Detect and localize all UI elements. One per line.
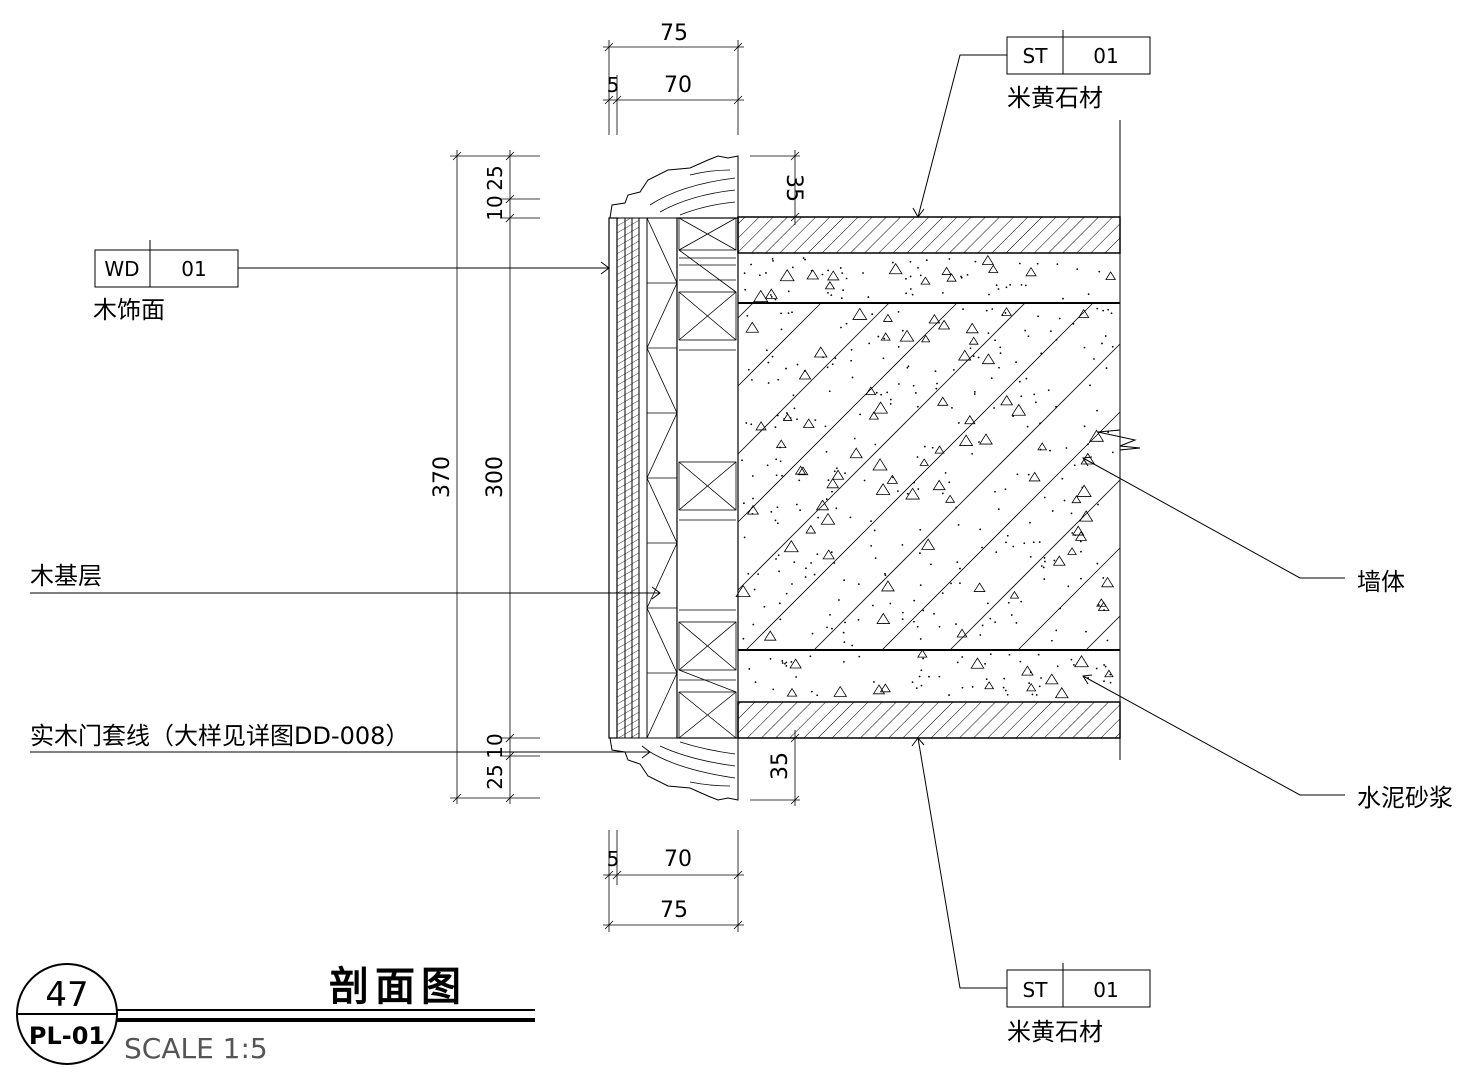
trim-bottom <box>609 737 739 801</box>
trim-bottom-grain <box>649 741 736 787</box>
tag-st-top: ST 01 米黄石材 <box>912 30 1151 218</box>
tag-wd-num: 01 <box>181 257 206 281</box>
label-wood-base: 木基层 <box>30 562 102 590</box>
keel-blocks <box>678 217 737 739</box>
tag-st-top-num: 01 <box>1093 44 1118 68</box>
tag-wd: WD 01 木饰面 <box>93 240 610 324</box>
dim-top-b: 25 <box>483 165 507 190</box>
door-jamb <box>608 155 739 801</box>
wood-base-board <box>638 217 648 739</box>
dim-left <box>450 150 540 804</box>
leader-mortar: 水泥砂浆 <box>1082 674 1453 812</box>
wall-diagonals <box>737 302 1121 651</box>
dim-top-total: 75 <box>660 21 688 46</box>
trim-top <box>609 155 739 219</box>
dim-bottom-b: 10 <box>483 733 507 758</box>
dim-bottom-main: 70 <box>664 847 692 872</box>
tag-wd-code: WD <box>104 257 139 281</box>
stone-top <box>737 216 1121 254</box>
dim-top-a: 10 <box>483 195 507 220</box>
label-door-trim: 实木门套线（大样见详图DD-008） <box>30 722 409 750</box>
keel-frame <box>676 217 739 739</box>
label-mortar: 水泥砂浆 <box>1357 784 1453 812</box>
tag-st-bottom-label: 米黄石材 <box>1007 1018 1103 1046</box>
tag-st-bottom-num: 01 <box>1093 978 1118 1002</box>
tag-st-bottom: ST 01 米黄石材 <box>911 737 1151 1046</box>
title-sheet: PL-01 <box>29 1022 105 1050</box>
dim-right <box>750 150 800 806</box>
dim-right-top: 35 <box>781 174 806 202</box>
wall-assembly <box>735 120 1141 760</box>
dim-bottom-total: 75 <box>660 898 688 923</box>
dim-bottom-a: 25 <box>483 764 507 789</box>
stone-bottom <box>737 701 1121 739</box>
trim-top-grain <box>649 169 736 216</box>
title-name: 剖面图 <box>329 964 467 1010</box>
leader-door-trim: 实木门套线（大样见详图DD-008） <box>30 722 651 759</box>
leader-wood-base: 木基层 <box>30 562 661 600</box>
dim-height-total: 370 <box>430 456 455 498</box>
veneer-hatch <box>616 217 640 739</box>
concrete-speckle <box>735 254 1117 699</box>
dim-bottom-small: 5 <box>607 847 620 871</box>
tag-st-top-code: ST <box>1023 44 1049 68</box>
dim-top <box>603 40 744 135</box>
wood-veneer <box>608 217 618 739</box>
dim-bottom <box>603 830 744 932</box>
tag-wd-label: 木饰面 <box>93 296 165 324</box>
dim-top-small: 5 <box>607 73 620 97</box>
wall-body <box>737 302 1121 651</box>
tag-st-bottom-code: ST <box>1023 978 1049 1002</box>
title-scale: SCALE 1:5 <box>124 1032 268 1065</box>
dim-top-main: 70 <box>664 73 692 98</box>
tag-st-top-label: 米黄石材 <box>1007 84 1103 112</box>
mortar-top <box>737 252 1121 304</box>
dim-right-bottom: 35 <box>768 752 793 780</box>
wall-break-line <box>1097 120 1141 760</box>
title-block: 47 PL-01 剖面图 SCALE 1:5 <box>16 963 535 1065</box>
dim-height-main: 300 <box>483 456 508 498</box>
leader-wall: 墙体 <box>1082 456 1405 596</box>
title-number: 47 <box>45 975 88 1015</box>
label-wall: 墙体 <box>1357 568 1405 596</box>
frame-zigzag <box>646 217 678 739</box>
